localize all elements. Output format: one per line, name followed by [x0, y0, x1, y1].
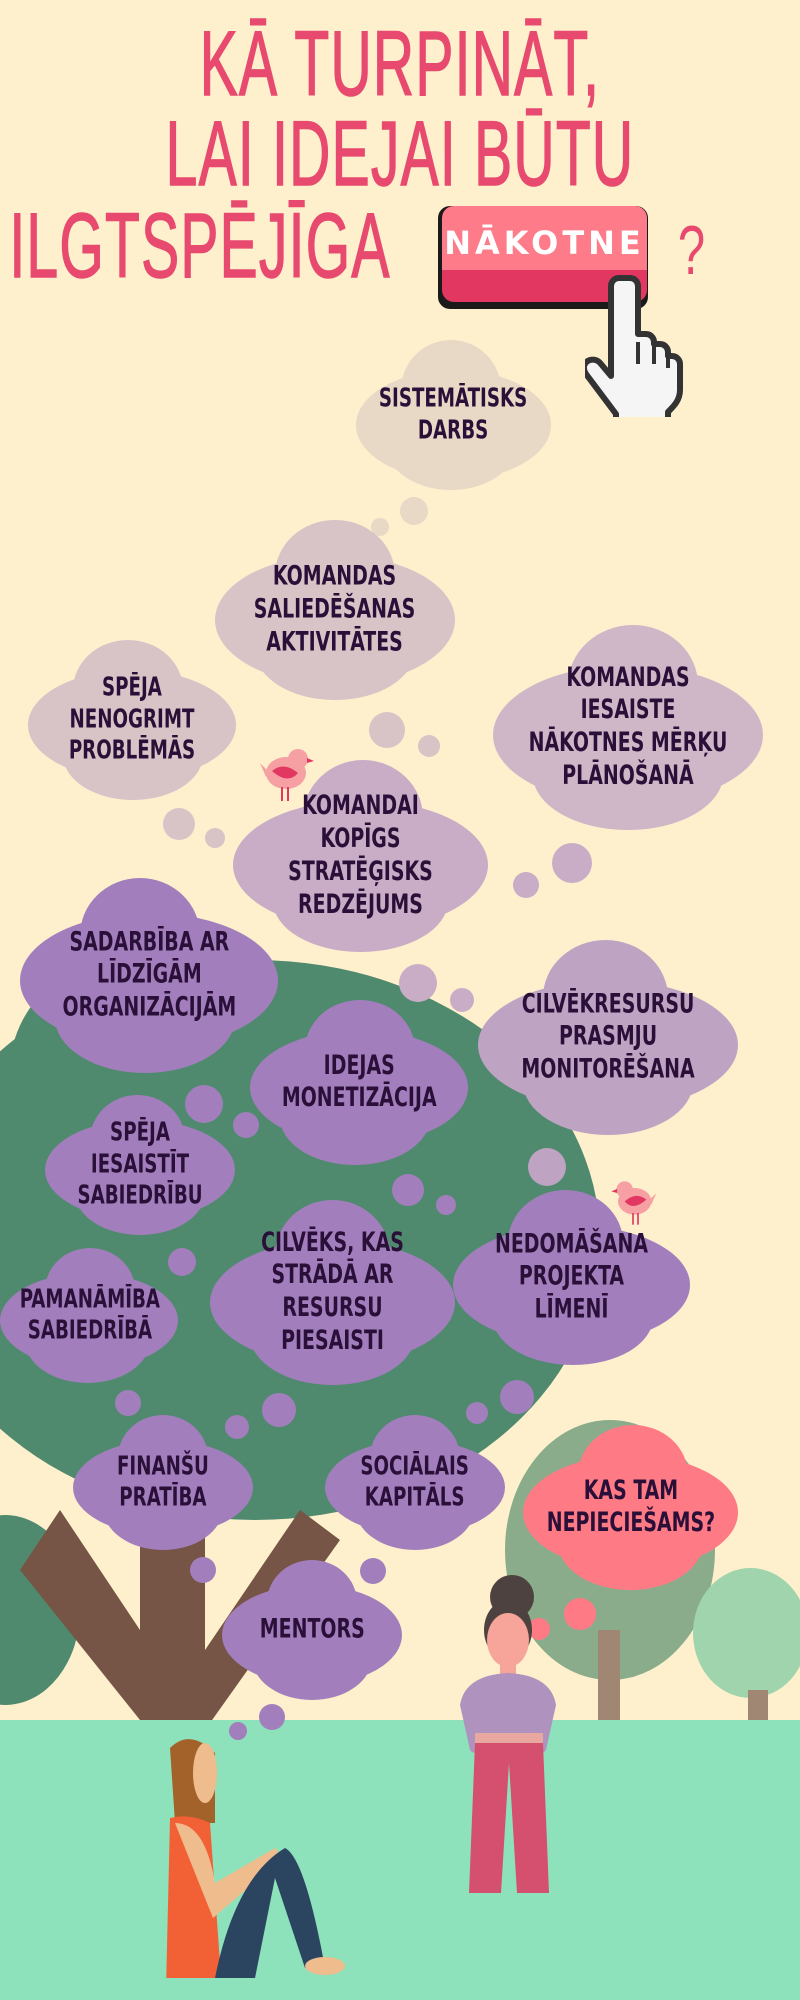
cloud-label: Nedomāšana projekta līmenī [494, 1228, 649, 1325]
thought-dot [190, 1557, 216, 1583]
tree-canopy-right [693, 1568, 800, 1698]
thought-dot [233, 1112, 259, 1138]
thought-dot [500, 1380, 534, 1414]
question-mark: ? [677, 211, 706, 289]
cloud-label: Finanšu pratība [117, 1450, 209, 1513]
cloud-pamaniba: Pamanāmība sabiedrībā [0, 1248, 178, 1383]
cloud-cilvekresursu-prasmju: Cilvēkresursu prasmju monitorēšana [478, 940, 738, 1135]
cloud-mentors: Mentors [222, 1560, 402, 1700]
title-line-3: ILGTSPĒJĪGA [9, 195, 391, 297]
thought-dot [513, 872, 539, 898]
cloud-label: Komandai kopīgs stratēģisks redzējums [288, 790, 433, 920]
cloud-label: Spēja nenogrimt problēmās [68, 672, 196, 766]
cloud-label: Mentors [259, 1613, 365, 1645]
thought-dot [229, 1722, 247, 1740]
hand-pointer-icon [585, 275, 683, 417]
thought-dot [528, 1148, 566, 1186]
thought-dot [168, 1248, 196, 1276]
cloud-kas-tam-nepieciesams[interactable]: Kas tam nepieciešams? [523, 1425, 738, 1590]
title-line-2: LAI IDEJAI BŪTU [165, 103, 635, 205]
thought-dot [225, 1415, 249, 1439]
thought-dot [528, 1618, 550, 1640]
sitting-woman-illustration [166, 1739, 345, 1978]
cloud-idejas-monetizacija: Idejas monetizācija [250, 1000, 468, 1165]
cloud-label: Sadarbība ar līdzīgām organizācijām [62, 926, 236, 1023]
cloud-finansu-pratiba: Finanšu pratība [73, 1415, 253, 1550]
cloud-label: Cilvēks, kas strādā ar resursu piesaisti [261, 1226, 404, 1357]
thought-dot [262, 1393, 296, 1427]
thought-dot [259, 1704, 285, 1730]
thought-dot [185, 1085, 223, 1123]
thought-dot [115, 1390, 141, 1416]
cloud-kopigs-redzejums: Komandai kopīgs stratēģisks redzējums [233, 760, 488, 952]
cloud-speja-iesaistit: Spēja iesaistīt sabiedrību [45, 1095, 235, 1235]
thought-dot [392, 1174, 424, 1206]
cloud-label: Kas tam nepieciešams? [546, 1474, 716, 1539]
cloud-sadarbiba: Sadarbība ar līdzīgām organizācijām [20, 878, 278, 1073]
thought-dot [564, 1598, 596, 1630]
cloud-label: Sociālais kapitāls [360, 1450, 470, 1513]
cloud-label: Sistemātisks darbs [379, 383, 528, 445]
thought-dot [418, 735, 440, 757]
standing-woman-illustration [460, 1575, 556, 1893]
future-button[interactable]: NĀKOTNE [442, 206, 647, 302]
cloud-sistematisks-darbs: Sistemātisks darbs [356, 340, 551, 490]
cloud-label: Cilvēkresursu prasmju monitorēšana [521, 988, 695, 1085]
cloud-komandas-saliedesanas: Komandas saliedēšanas aktivitātes [215, 520, 455, 700]
thought-dot [436, 1195, 456, 1215]
ground [0, 1720, 800, 2000]
thought-dot [371, 518, 389, 536]
cloud-socialais-kapitals: Sociālais kapitāls [325, 1415, 505, 1550]
cloud-label: Spēja iesaistīt sabiedrību [77, 1117, 203, 1211]
cloud-cilveks-resursu: Cilvēks, kas strādā ar resursu piesaisti [210, 1200, 455, 1385]
thought-dot [400, 497, 428, 525]
title-line-1: KĀ TURPINĀT, [199, 13, 601, 115]
cloud-label: Idejas monetizācija [281, 1049, 437, 1114]
future-button-label: NĀKOTNE [444, 224, 645, 262]
thought-dot [163, 808, 195, 840]
cloud-label: Komandas iesaiste nākotnes mērķu plānoša… [528, 661, 728, 792]
thought-dot [450, 988, 474, 1012]
thought-dot [466, 1402, 488, 1424]
cloud-speja-nenogrimt: Spēja nenogrimt problēmās [28, 640, 236, 800]
bird-icon [611, 1181, 657, 1225]
thought-dot [369, 712, 405, 748]
cloud-nedomasana: Nedomāšana projekta līmenī [453, 1190, 690, 1365]
cloud-komandas-iesaiste: Komandas iesaiste nākotnes mērķu plānoša… [493, 625, 763, 830]
thought-dot [360, 1558, 386, 1584]
cloud-label: Komandas saliedēšanas aktivitātes [254, 560, 416, 658]
thought-dot [552, 843, 592, 883]
bird-icon [260, 749, 314, 801]
thought-dot [205, 828, 225, 848]
thought-dot [399, 964, 437, 1002]
cloud-label: Pamanāmība sabiedrībā [19, 1283, 161, 1346]
